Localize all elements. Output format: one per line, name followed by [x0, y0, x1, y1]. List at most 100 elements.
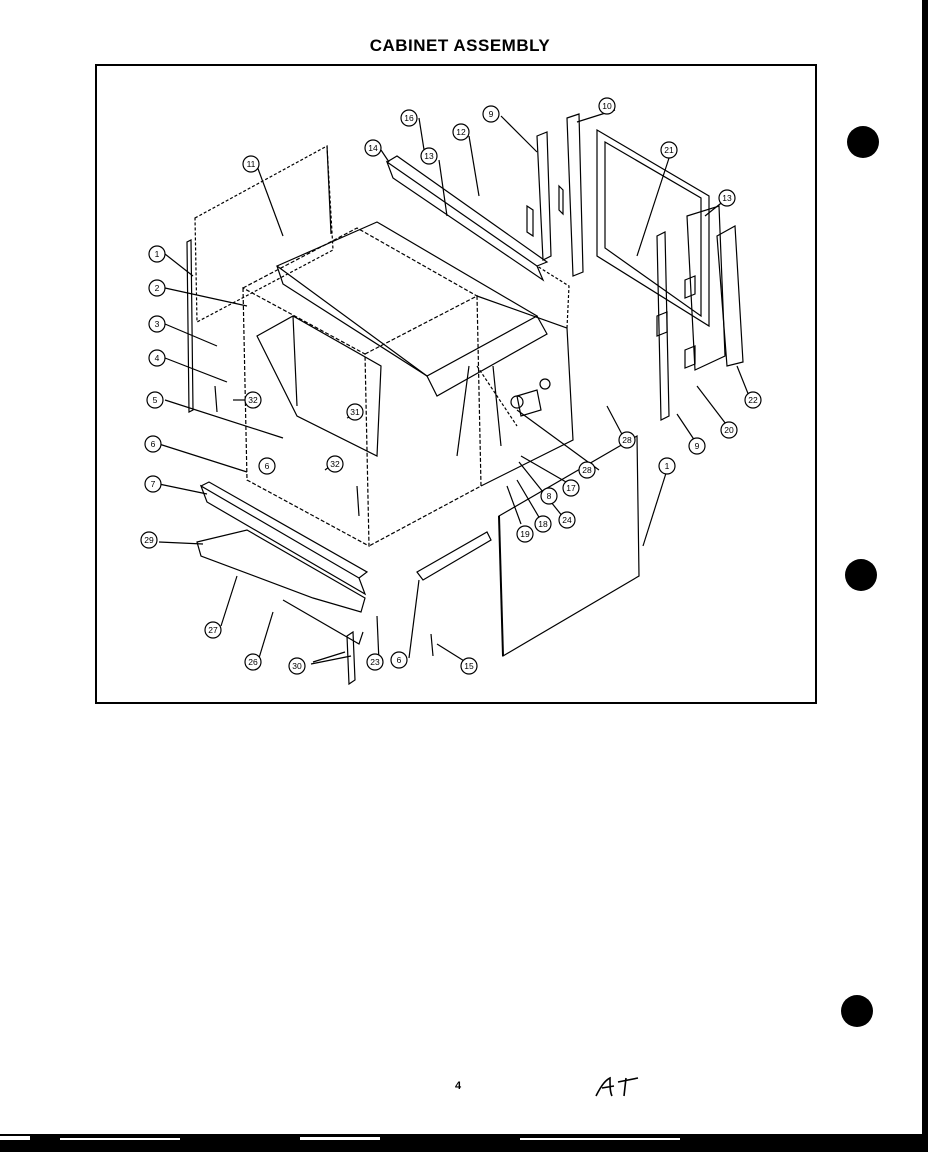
callout-11: 11	[242, 155, 260, 173]
svg-text:13: 13	[722, 193, 732, 203]
scan-edge-right	[922, 0, 928, 1152]
front-lower-channel	[199, 484, 367, 596]
svg-text:1: 1	[665, 461, 670, 471]
svg-text:6: 6	[397, 655, 402, 665]
callout-1: 1	[148, 245, 166, 263]
callout-9-top: 9	[482, 105, 500, 123]
rear-post-left	[536, 131, 552, 261]
binder-hole-middle	[845, 559, 877, 591]
callout-28-lower: 28	[578, 461, 596, 479]
callout-20: 20	[720, 421, 738, 439]
svg-text:17: 17	[566, 483, 576, 493]
svg-text:9: 9	[489, 109, 494, 119]
svg-text:30: 30	[292, 661, 302, 671]
callout-4: 4	[148, 349, 166, 367]
svg-text:13: 13	[424, 151, 434, 161]
callout-28-upper: 28	[618, 431, 636, 449]
svg-text:4: 4	[155, 353, 160, 363]
callout-6-bottom: 6	[390, 651, 408, 669]
lower-bracket	[416, 531, 492, 581]
handwritten-signature	[595, 1076, 639, 1097]
scan-edge-bottom	[0, 1134, 928, 1152]
svg-text:28: 28	[582, 465, 592, 475]
callout-15: 15	[460, 657, 478, 675]
svg-text:9: 9	[695, 441, 700, 451]
svg-text:28: 28	[622, 435, 632, 445]
callout-5: 5	[146, 391, 164, 409]
svg-text:21: 21	[664, 145, 674, 155]
callout-19: 19	[516, 525, 534, 543]
svg-text:24: 24	[562, 515, 572, 525]
svg-text:12: 12	[456, 127, 466, 137]
callout-21: 21	[660, 141, 678, 159]
callout-17: 17	[562, 479, 580, 497]
oven-front-frame	[242, 286, 370, 548]
svg-text:6: 6	[151, 439, 156, 449]
svg-text:19: 19	[520, 529, 530, 539]
callout-24: 24	[558, 511, 576, 529]
svg-text:2: 2	[155, 283, 160, 293]
oven-cavity	[256, 315, 382, 457]
callout-32-upper: 32	[244, 391, 262, 409]
callout-27: 27	[204, 621, 222, 639]
base-rail	[196, 529, 366, 613]
callout-13-top: 13	[420, 147, 438, 165]
svg-text:15: 15	[464, 661, 474, 671]
svg-text:32: 32	[248, 395, 258, 405]
top-trim-strip	[385, 160, 545, 282]
svg-text:14: 14	[368, 143, 378, 153]
oven-top-panel	[275, 221, 539, 377]
svg-text:8: 8	[547, 491, 552, 501]
callout-1-right: 1	[658, 457, 676, 475]
svg-text:20: 20	[724, 425, 734, 435]
callout-9-right: 9	[688, 437, 706, 455]
svg-text:31: 31	[350, 407, 360, 417]
svg-text:1: 1	[155, 249, 160, 259]
callout-23-bottom: 23	[366, 653, 384, 671]
binder-hole-bottom	[841, 995, 873, 1027]
top-rear-panel	[194, 145, 334, 323]
svg-text:29: 29	[144, 535, 154, 545]
callout-7: 7	[144, 475, 162, 493]
right-side-panel	[498, 434, 640, 658]
leveling-leg	[346, 630, 356, 686]
callout-26: 26	[244, 653, 262, 671]
svg-text:23: 23	[370, 657, 380, 667]
callout-32-lower: 32	[326, 455, 344, 473]
callout-markers: 1 2 3 4 5 6 7 29 27 26 30 23 6 15 11 14 …	[140, 97, 762, 675]
callout-16: 16	[400, 109, 418, 127]
callout-10: 10	[598, 97, 616, 115]
callout-18: 18	[534, 515, 552, 533]
svg-text:10: 10	[602, 101, 612, 111]
rear-post-right	[566, 113, 584, 277]
svg-text:32: 32	[330, 459, 340, 469]
callout-2: 2	[148, 279, 166, 297]
callout-12: 12	[452, 123, 470, 141]
callout-3: 3	[148, 315, 166, 333]
svg-text:22: 22	[748, 395, 758, 405]
cabinet-assembly-diagram: 1 2 3 4 5 6 7 29 27 26 30 23 6 15 11 14 …	[95, 64, 817, 704]
svg-text:11: 11	[247, 159, 256, 169]
callout-29: 29	[140, 531, 158, 549]
page-number: 4	[455, 1080, 462, 1092]
callout-6-left: 6	[144, 435, 162, 453]
callout-30: 30	[288, 657, 306, 675]
binder-hole-top	[847, 126, 879, 158]
callout-14: 14	[364, 139, 382, 157]
callout-22: 22	[744, 391, 762, 409]
page-title: CABINET ASSEMBLY	[369, 36, 551, 55]
left-side-panel	[186, 239, 194, 413]
svg-text:16: 16	[404, 113, 414, 123]
callout-13-right: 13	[718, 189, 736, 207]
svg-text:27: 27	[208, 625, 218, 635]
rear-frame	[596, 128, 710, 328]
right-post-assembly	[656, 231, 670, 421]
svg-text:18: 18	[538, 519, 548, 529]
svg-text:3: 3	[155, 319, 160, 329]
exploded-view-drawing: 1 2 3 4 5 6 7 29 27 26 30 23 6 15 11 14 …	[140, 97, 762, 686]
svg-text:6: 6	[265, 461, 270, 471]
svg-text:7: 7	[151, 479, 156, 489]
right-side-structure	[476, 295, 574, 487]
callout-31: 31	[346, 403, 364, 421]
svg-text:26: 26	[248, 657, 258, 667]
